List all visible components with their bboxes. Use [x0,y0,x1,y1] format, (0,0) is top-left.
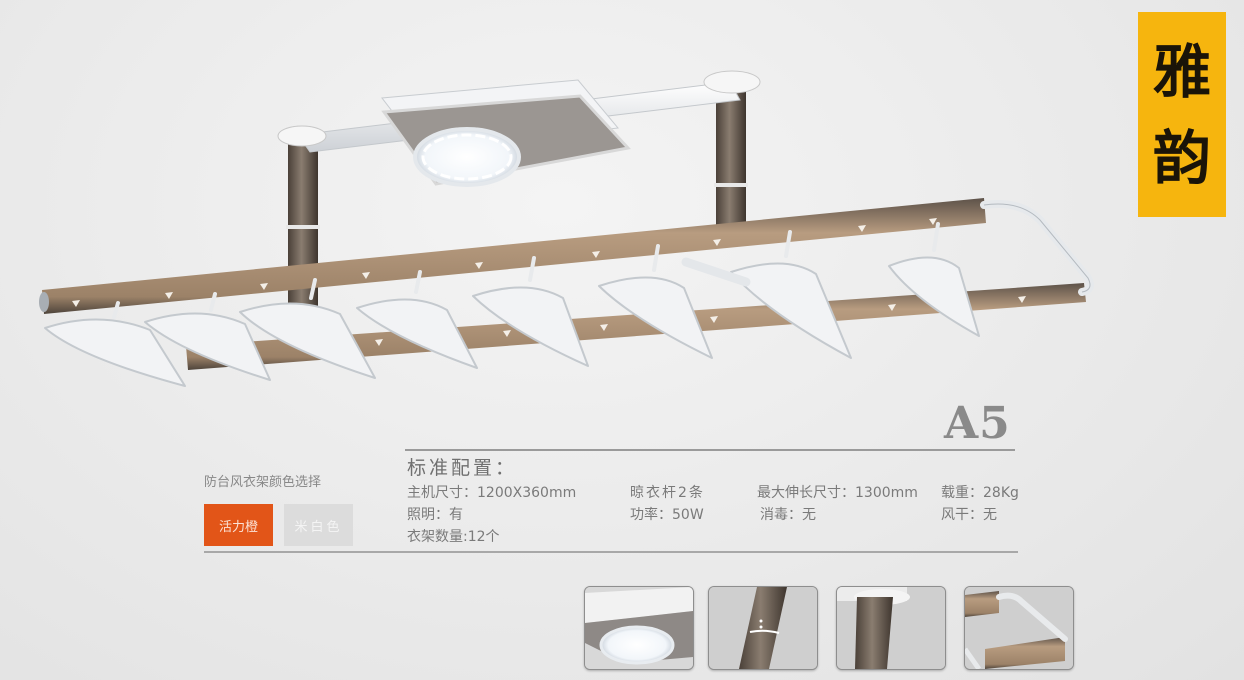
spec-air-dry: 风干：无 [941,507,997,523]
thumbnail-rail-end[interactable] [964,586,1074,670]
spec-sterilize: 消毒：无 [760,507,816,523]
spec-max-extend: 最大伸长尺寸：1300mm [757,485,918,501]
thumbnail-pole-top[interactable] [836,586,946,670]
spec-hanger-count: 衣架数量:12个 [407,529,500,545]
brand-badge: 雅 韵 [1138,12,1226,217]
thumbnail-pole-joint[interactable] [708,586,818,670]
brand-char-2: 韵 [1152,123,1211,192]
spec-size: 主机尺寸：1200X360mm [407,485,577,501]
spec-poles: 晾衣杆2条 [630,485,705,501]
model-number: A5 [944,398,1011,449]
spec-load: 载重：28Kg [941,485,1019,501]
color-select-label: 防台风衣架颜色选择 [204,475,322,490]
color-option-white[interactable]: 米白色 [284,504,353,546]
divider-bottom [204,551,1018,553]
spec-title: 标准配置： [407,457,518,479]
product-image [39,70,1094,387]
thumbnail-light-panel[interactable] [584,586,694,670]
color-option-orange[interactable]: 活力橙 [204,504,273,546]
brand-char-1: 雅 [1152,37,1211,106]
spec-power: 功率：50W [630,507,704,523]
divider-top [405,449,1015,451]
spec-lighting: 照明：有 [407,507,463,523]
